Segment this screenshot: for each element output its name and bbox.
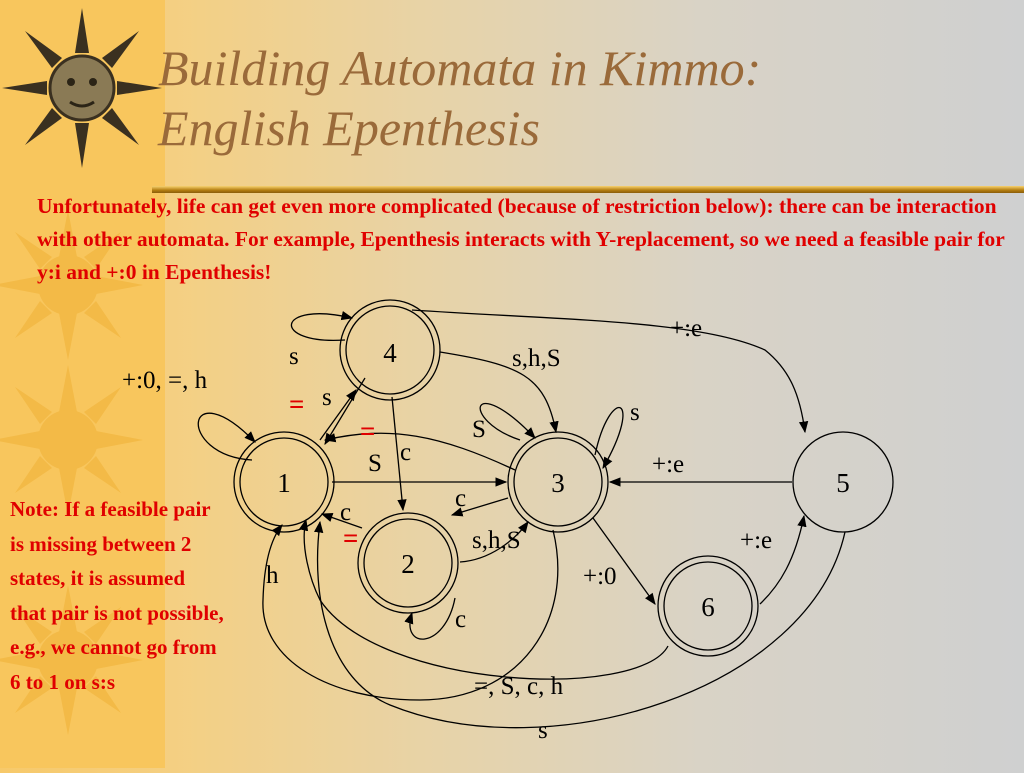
state-1-label: 1 (277, 468, 291, 498)
label-loop-2: c (455, 606, 466, 633)
edge-2-1 (320, 513, 363, 529)
state-3[interactable]: 3 (507, 431, 609, 533)
title-divider (152, 186, 1024, 193)
edge-1-4 (319, 389, 357, 441)
edge-5-1 (314, 520, 846, 729)
label-edge-6-5: +:e (740, 527, 772, 554)
edge-6-1 (298, 518, 669, 680)
label-edge-4-5: +:e (670, 315, 702, 342)
label-edge-6-1: =, S, c, h (474, 673, 564, 700)
sun-shape-icon (0, 210, 143, 735)
edge-loop-2 (404, 597, 456, 640)
sun-ornaments (0, 8, 162, 735)
label-loop-3b: s (630, 399, 640, 426)
label-edge-3-5: +:e (652, 451, 684, 478)
edge-3-6 (592, 517, 656, 605)
edge-3-1-h (262, 524, 559, 701)
label-eq-red-1: = (289, 389, 304, 419)
label-edge-1-3: S (368, 450, 382, 477)
label-eq-red-2: = (360, 416, 375, 446)
edge-labels: +:0, =, h s s = = = c S S s s,h,S +:e +:… (122, 315, 772, 744)
label-loop-4: s (289, 343, 299, 370)
state-5[interactable]: 5 (792, 431, 894, 533)
edge-loop-1 (197, 412, 256, 461)
edge-3-1 (323, 432, 516, 471)
edge-2-3 (459, 521, 529, 563)
state-4[interactable]: 4 (339, 299, 441, 401)
edge-loop-3b (594, 407, 624, 470)
state-4-label: 4 (383, 338, 397, 368)
label-edge-3-6: +:0 (583, 563, 617, 590)
state-6-label: 6 (701, 592, 715, 622)
intro-text: Unfortunately, life can get even more co… (37, 194, 1005, 284)
edge-loop-4 (290, 311, 354, 342)
edge-6-5 (759, 514, 807, 605)
label-edge-4-2: c (400, 439, 411, 466)
state-6[interactable]: 6 (657, 555, 759, 657)
edge-3-2 (450, 497, 509, 517)
edge-4-5 (411, 309, 809, 434)
note-text: Note: If a feasible pair is missing betw… (10, 497, 224, 694)
edge-loop-3a (479, 402, 536, 441)
title-line-2: English Epenthesis (158, 100, 540, 156)
state-2-label: 2 (401, 549, 415, 579)
label-edge-1-4: s (322, 384, 332, 411)
label-edge-5-1: s (538, 717, 548, 744)
label-edge-4-3: s,h,S (512, 345, 561, 372)
edge-4-3 (439, 351, 559, 434)
edges (197, 309, 846, 729)
label-loop-1: +:0, =, h (122, 367, 208, 394)
decorative-sidebar (0, 0, 165, 768)
label-edge-3-1-h: h (266, 562, 279, 589)
edge-4-2 (391, 396, 407, 512)
title-line-1: Building Automata in Kimmo: (158, 40, 762, 96)
sun-face-icon (2, 8, 162, 168)
label-edge-3-2: c (455, 485, 466, 512)
state-2[interactable]: 2 (357, 512, 459, 614)
label-eq-red-3: = (343, 523, 358, 553)
states: 1 2 3 4 5 6 (233, 299, 894, 657)
slide-title: Building Automata in Kimmo: English Epen… (158, 38, 761, 158)
state-5-label: 5 (836, 468, 850, 498)
state-3-label: 3 (551, 468, 565, 498)
label-edge-2-3: s,h,S (472, 527, 521, 554)
label-loop-3a: S (472, 416, 486, 443)
state-1[interactable]: 1 (233, 431, 335, 533)
label-edge-2-1: c (340, 499, 351, 526)
